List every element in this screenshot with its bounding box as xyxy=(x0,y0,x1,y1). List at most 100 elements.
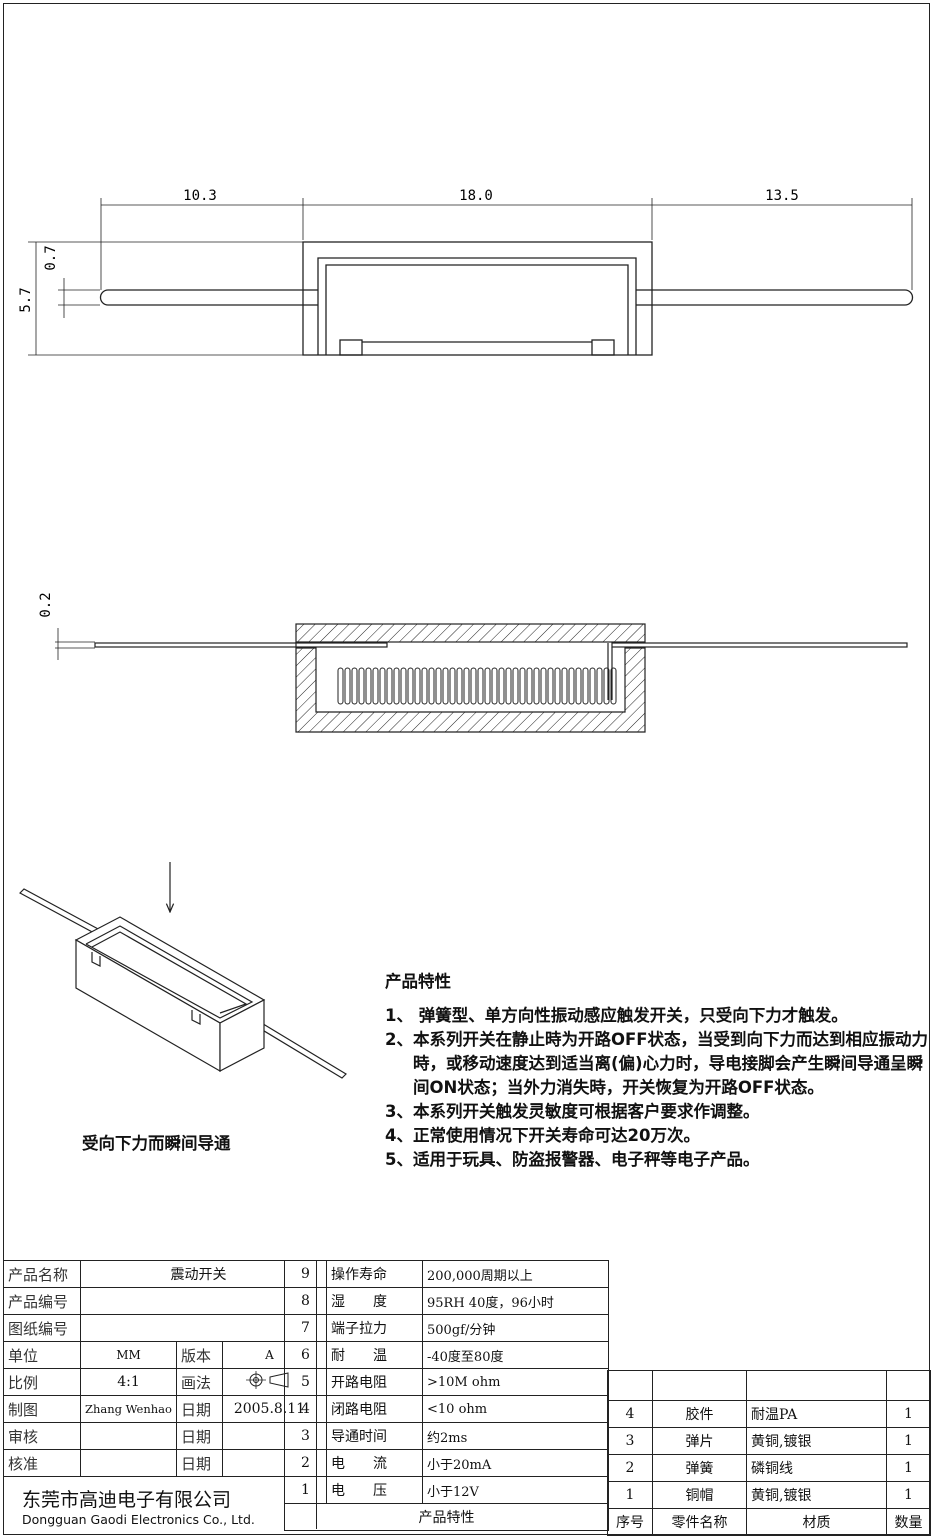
spring-coil xyxy=(393,667,400,705)
spring-coil xyxy=(477,667,484,705)
spec-name: 操作寿命 xyxy=(326,1260,423,1288)
illustration-caption: 受向下力而瞬间导通 xyxy=(82,1134,231,1153)
spring-coil xyxy=(407,667,414,705)
product-no xyxy=(80,1287,317,1315)
spring-coil xyxy=(344,667,351,705)
spring-coil xyxy=(554,667,561,705)
unit-label: 单位 xyxy=(3,1341,81,1369)
spec-name: 耐 温 xyxy=(326,1341,423,1369)
spec-name: 开路电阻 xyxy=(326,1368,423,1396)
spec-value: 小于20mA xyxy=(422,1449,609,1477)
spec-value: >10M ohm xyxy=(422,1368,609,1396)
part-material: 耐温PA xyxy=(746,1400,887,1428)
spring-coil xyxy=(582,667,589,705)
part-material: 磷铜线 xyxy=(746,1454,887,1482)
top-view xyxy=(28,198,914,356)
product-name: 震动开关 xyxy=(80,1260,317,1288)
spring-coil xyxy=(603,667,610,705)
drawn-label: 制图 xyxy=(3,1395,81,1423)
drawing-frame xyxy=(3,3,930,1535)
part-material: 黄铜,镀银 xyxy=(746,1481,887,1509)
spec-no: 6 xyxy=(284,1341,327,1369)
features-title: 产品特性 xyxy=(385,972,451,991)
spring-coil xyxy=(526,667,533,705)
part-name: 胶件 xyxy=(652,1400,747,1428)
part-name: 弹片 xyxy=(652,1427,747,1455)
date-label-3: 日期 xyxy=(175,1449,223,1477)
spring-coil xyxy=(414,667,421,705)
spring-coil xyxy=(435,667,442,705)
parts-header-material: 材质 xyxy=(746,1508,887,1536)
spec-no: 8 xyxy=(284,1287,327,1315)
parts-header-no: 序号 xyxy=(607,1508,653,1536)
dim-top-right: 13.5 xyxy=(765,188,799,204)
spring-coil xyxy=(365,667,372,705)
spring-coil xyxy=(547,667,554,705)
spec-name: 电 流 xyxy=(326,1449,423,1477)
spring-coil xyxy=(498,667,505,705)
spec-no: 1 xyxy=(284,1476,327,1504)
dim-top-mid: 18.0 xyxy=(459,188,493,204)
part-qty: 1 xyxy=(886,1481,931,1509)
spec-no: 9 xyxy=(284,1260,327,1288)
part-qty: 1 xyxy=(886,1400,931,1428)
spring-coil xyxy=(491,667,498,705)
scale-label: 比例 xyxy=(3,1368,81,1396)
spring-coil xyxy=(561,667,568,705)
spring-coil xyxy=(540,667,547,705)
spec-no: 3 xyxy=(284,1422,327,1450)
spring-coil xyxy=(610,667,617,705)
spring-coil xyxy=(512,667,519,705)
title-block: 产品名称 震动开关 产品编号 图纸编号 单位 MM 版本 A 比例 4:1 画法… xyxy=(3,1260,317,1529)
spring-coil xyxy=(421,667,428,705)
feature-item-2: 2、本系列开关在静止時为开路OFF状态，当受到向下力而达到相应振动力時，或移动速… xyxy=(385,1030,929,1097)
spec-no: 2 xyxy=(284,1449,327,1477)
drawn-by: Zhang Wenhao xyxy=(80,1395,177,1423)
spring-coil xyxy=(400,667,407,705)
unit: MM xyxy=(80,1341,177,1369)
spec-value: 95RH 40度，96小时 xyxy=(422,1287,609,1315)
spring-coil xyxy=(449,667,456,705)
dim-height-total: 5.7 xyxy=(18,287,34,312)
product-name-label: 产品名称 xyxy=(3,1260,81,1288)
feature-item-5: 5、适用于玩具、防盗报警器、电子秤等电子产品。 xyxy=(385,1150,760,1169)
isometric-view xyxy=(19,862,347,1079)
spec-name: 端子拉力 xyxy=(326,1314,423,1342)
spring-coil xyxy=(575,667,582,705)
spring-coil xyxy=(463,667,470,705)
spring-coil xyxy=(358,667,365,705)
drawing-no xyxy=(80,1314,317,1342)
spring-coil xyxy=(470,667,477,705)
spec-name: 电 压 xyxy=(326,1476,423,1504)
projection-label: 画法 xyxy=(175,1368,223,1396)
spec-value: 约2ms xyxy=(422,1422,609,1450)
spring-coil xyxy=(519,667,526,705)
spring-coil xyxy=(442,667,449,705)
spec-no: 7 xyxy=(284,1314,327,1342)
company-name-en: Dongguan Gaodi Electronics Co., Ltd. xyxy=(22,1512,255,1527)
spec-value: -40度至80度 xyxy=(422,1341,609,1369)
part-material: 黄铜,镀银 xyxy=(746,1427,887,1455)
company-name-cn: 东莞市高迪电子有限公司 xyxy=(22,1489,232,1511)
approve-label: 核准 xyxy=(3,1449,81,1477)
spring-coil xyxy=(428,667,435,705)
part-no: 4 xyxy=(607,1400,653,1428)
spec-no: 4 xyxy=(284,1395,327,1423)
specs-footer: 产品特性 xyxy=(284,1503,609,1531)
spec-name: 湿 度 xyxy=(326,1287,423,1315)
spring-coil xyxy=(533,667,540,705)
spec-name: 导通时间 xyxy=(326,1422,423,1450)
drawing-no-label: 图纸编号 xyxy=(3,1314,81,1342)
date-label-1: 日期 xyxy=(175,1395,223,1423)
part-no: 2 xyxy=(607,1454,653,1482)
feature-item-1: 1、 弹簧型、单方向性振动感应触发开关，只受向下力才触发。 xyxy=(385,1006,848,1025)
spring-coil xyxy=(568,667,575,705)
